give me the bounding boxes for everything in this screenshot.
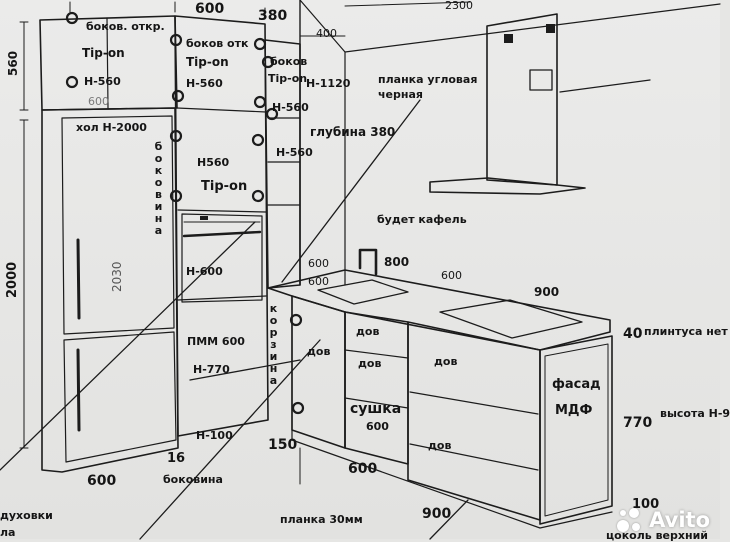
fridge-handle [76, 238, 81, 432]
oven-column [174, 15, 269, 437]
label-planka-uglovaya: планка угловая черная [378, 73, 478, 101]
label-h560-2: Н-560 [186, 77, 223, 90]
label-tipon-3: Tip-on [268, 72, 308, 85]
oven-handle [182, 230, 262, 238]
dim-bottom-150: 150 [268, 437, 298, 453]
oven-door [181, 213, 263, 303]
dim-bottom-600: 600 [87, 473, 117, 489]
label-dov-3: дов [358, 357, 382, 370]
label-plintus: плинтуса нет [644, 325, 728, 338]
label-mdf: МДФ [555, 403, 593, 418]
label-sushka-600: 600 [366, 420, 389, 433]
label-h100: Н-100 [196, 429, 233, 442]
label-sushka: сушка [350, 401, 402, 417]
label-tipon-2: Tip-on [186, 55, 229, 69]
dim-top-400: 400 [316, 27, 337, 40]
range-hood [486, 13, 558, 186]
narrow-column [264, 39, 301, 289]
label-bokov-otk: боков отк [186, 37, 249, 50]
dim-mid-800: 800 [384, 255, 410, 269]
cooktop [439, 299, 583, 339]
dim-right-770: 770 [623, 415, 653, 431]
dim-fridge-600-faint: 600 [88, 95, 109, 108]
label-la: ла [0, 526, 16, 539]
faucet [358, 248, 378, 276]
base-cabinet-drawers [407, 321, 541, 521]
label-bokov-otkr: боков. откр. [86, 20, 165, 33]
label-bokovina-vert: боковина [152, 140, 165, 236]
label-h560-1: Н-560 [84, 75, 121, 88]
label-dov-2: дов [356, 325, 380, 338]
label-h560-3: Н-560 [272, 101, 309, 114]
dim-upper-600: 600 [308, 275, 329, 288]
dim-bottom-100: 100 [632, 497, 660, 512]
label-tipon-1: Tip-on [82, 46, 125, 60]
ceiling-line-right [344, 3, 721, 53]
dim-top-600: 600 [195, 1, 225, 17]
dim-mid-600: 600 [308, 257, 329, 270]
dim-top-380: 380 [258, 8, 288, 24]
label-h1120: Н-1120 [306, 77, 351, 90]
label-hol: хол Н-2000 [76, 121, 147, 134]
fridge-door-split [61, 115, 175, 335]
avito-watermark: Avito [617, 508, 710, 532]
fridge-body [41, 107, 179, 473]
left-upper-divider [106, 17, 109, 109]
dim-right-40: 40 [623, 326, 643, 342]
label-dov-4: дов [434, 355, 458, 368]
label-tipon-4: Tip-on [201, 179, 248, 194]
dim-bottom-900: 900 [422, 506, 452, 522]
dim-left-560: 560 [6, 50, 20, 76]
ceiling-line-left [299, 0, 346, 286]
label-vysota: высота Н-9 [660, 407, 730, 420]
sink [317, 279, 409, 305]
label-fasad: фасад [552, 377, 601, 392]
label-duhovki: духовки [0, 509, 53, 522]
leader-planka-uglovaya [281, 99, 421, 283]
dim-top-2300: 2300 [445, 0, 473, 12]
dim-mid-600b: 600 [441, 269, 462, 282]
label-cokol: цоколь верхний [606, 529, 708, 542]
label-budet-kafel: будет кафель [377, 213, 467, 226]
label-h600: Н-600 [186, 265, 223, 278]
dim-left-2000: 2000 [5, 261, 20, 298]
label-bokovina-bottom: боковина [163, 473, 223, 486]
base-cabinet-end [539, 335, 613, 525]
avito-logo-icon [617, 508, 643, 532]
label-h770: Н-770 [193, 363, 230, 376]
dim-bottom-16: 16 [167, 451, 186, 466]
label-bokov-2: боков [270, 55, 308, 68]
label-h560-side: Н-560 [276, 146, 313, 159]
avito-watermark-text: Avito [649, 508, 710, 532]
dim-mid-900: 900 [534, 285, 560, 299]
label-dov-1: дов [307, 345, 331, 358]
dim-bottom-600b: 600 [348, 461, 378, 477]
label-korzina-vert: корзина [267, 302, 280, 386]
dim-fridge-2030: 2030 [110, 261, 124, 292]
label-glubina: глубина 380 [310, 125, 396, 139]
label-planka-30: планка 30мм [280, 513, 363, 526]
label-h560-4: Н560 [197, 156, 230, 169]
label-dov-5: дов [428, 439, 452, 452]
label-pmm: ПММ 600 [187, 335, 245, 348]
